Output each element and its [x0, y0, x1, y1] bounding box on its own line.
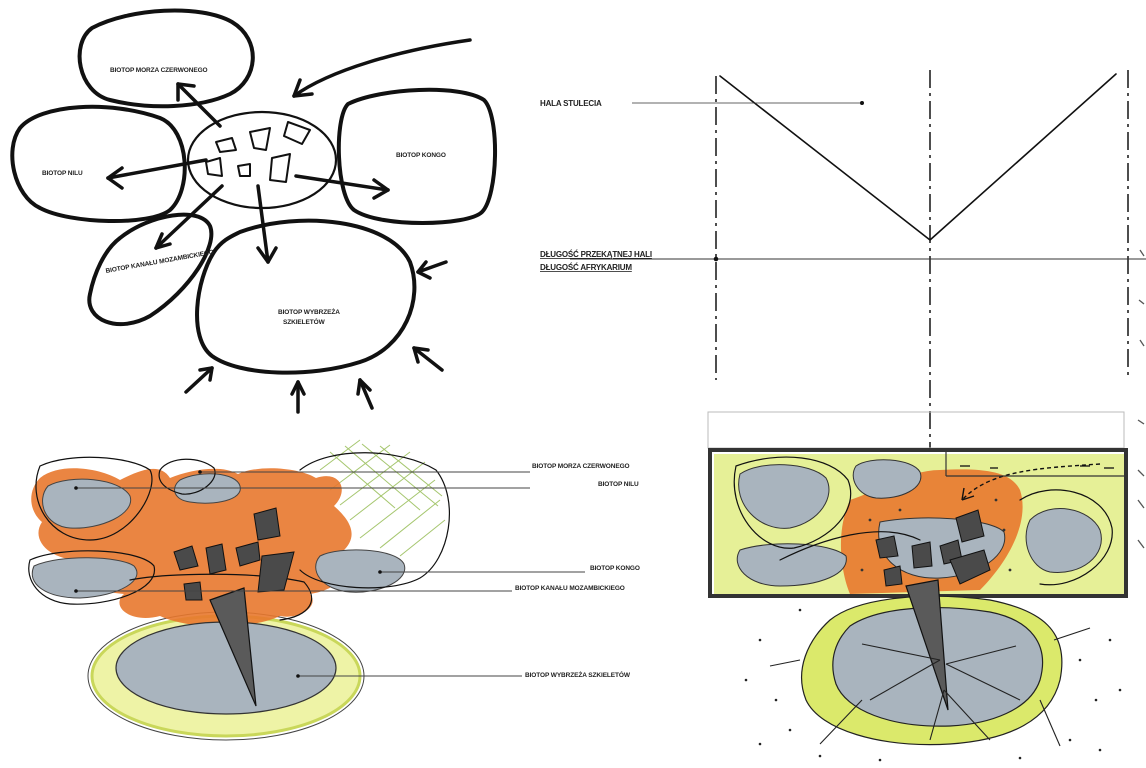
- right-edge-marks: [1138, 250, 1144, 548]
- label-hala-stulecia: HALA STULECIA: [540, 99, 602, 108]
- perspective-label-skeleton-coast: BIOTOP WYBRZEŻA SZKIELETÓW: [525, 670, 631, 679]
- bubble-skeleton-coast: [197, 221, 414, 373]
- concept-label-red-sea: BIOTOP MORZA CZERWONEGO: [110, 67, 208, 74]
- perspective-label-red-sea: BIOTOP MORZA CZERWONEGO: [532, 463, 630, 470]
- concept-arrows: [108, 40, 470, 412]
- perspective-label-nile: BIOTOP NILU: [598, 481, 639, 488]
- perspective-label-congo: BIOTOP KONGO: [590, 565, 640, 572]
- concept-label-congo: BIOTOP KONGO: [396, 152, 446, 159]
- concept-label-skeleton-coast-2: SZKIELETÓW: [283, 317, 326, 326]
- bubble-nile: [12, 107, 184, 221]
- perspective-label-mozambique: BIOTOP KANAŁU MOZAMBICKIEGO: [515, 585, 625, 592]
- label-hall-span: DŁUGOŚĆ PRZEKĄTNEJ HALI: [540, 250, 652, 259]
- bubble-red-sea: [80, 11, 253, 107]
- plan-outer-frame: [708, 412, 1124, 448]
- concept-label-nile: BIOTOP NILU: [42, 170, 83, 177]
- plan-sketch: [708, 412, 1126, 761]
- hall-v-line: [720, 74, 1116, 240]
- central-oval-shapes: [206, 122, 310, 182]
- concept-label-skeleton-coast-1: BIOTOP WYBRZEŻA: [278, 308, 340, 316]
- concept-bubble-diagram: BIOTOP MORZA CZERWONEGO BIOTOP NILU BIOT…: [12, 11, 495, 412]
- label-afrykarium-length: DŁUGOŚĆ AFRYKARIUM: [540, 263, 632, 272]
- colored-perspective-sketch: BIOTOP MORZA CZERWONEGO BIOTOP NILU BIOT…: [29, 440, 640, 740]
